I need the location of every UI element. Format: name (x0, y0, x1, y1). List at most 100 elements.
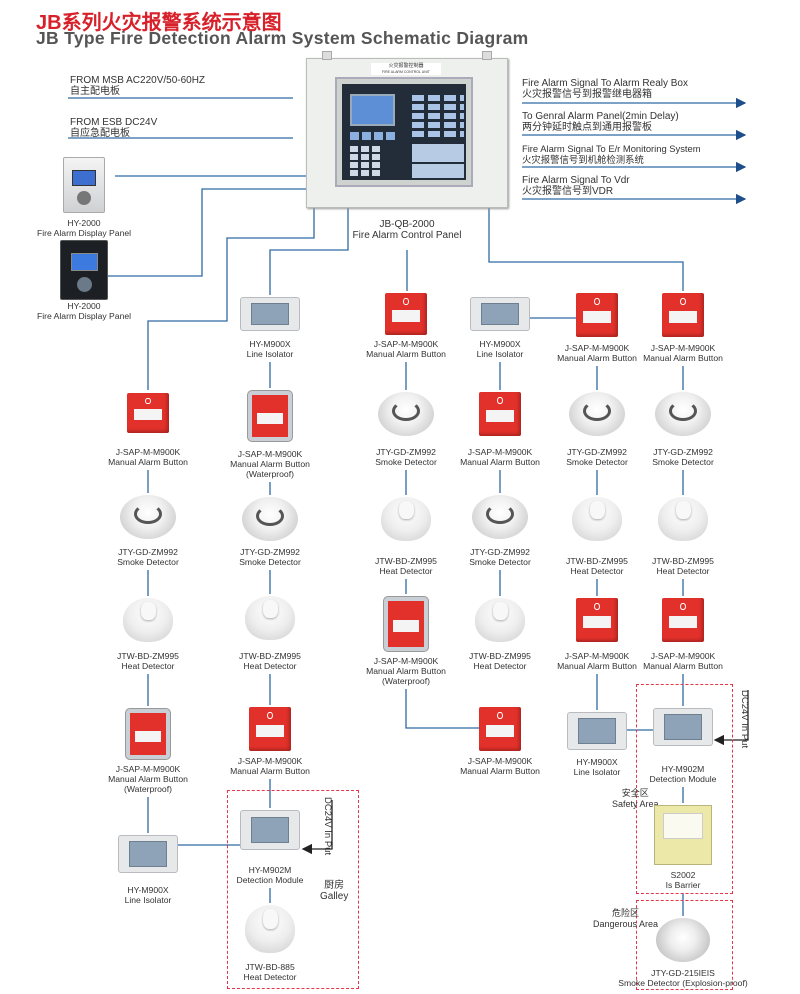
device-model: JTW-BD-885 (245, 962, 295, 972)
wire (713, 690, 749, 746)
device-model: JTY-GD-ZM992 (653, 447, 713, 457)
device-name: Manual Alarm Button (108, 457, 188, 467)
input-msb-en: FROM MSB AC220V/50-60HZ (70, 75, 206, 86)
device-name: Manual Alarm Button (643, 661, 723, 671)
smoke-detector (378, 392, 434, 436)
device-note: (Waterproof) (382, 676, 430, 686)
smoke-detector (655, 392, 711, 436)
device-model: HY-M900X (249, 339, 291, 349)
device-model: J-SAP-M-M900K (373, 339, 439, 349)
plate-cn: 火灾报警控制器 (388, 63, 424, 69)
wire (405, 689, 479, 729)
device-name: Manual Alarm Button (557, 661, 637, 671)
output-en: To Genral Alarm Panel(2min Delay) (522, 111, 679, 122)
device-name: Smoke Detector (Explosion-proof) (618, 978, 748, 988)
device-model: HY-M902M (248, 865, 292, 875)
wire (147, 208, 315, 390)
device-name: Smoke Detector (117, 557, 179, 567)
dc-input-safety: DC24V In Put (739, 690, 750, 749)
device-model: J-SAP-M-M900K (237, 449, 303, 459)
dangerous-area-label: 危险区 Dangerous Area (593, 908, 658, 930)
control-panel-name: Fire Alarm Control Panel (352, 230, 462, 241)
output-cn: 火灾报警信号到机舱检测系统 (522, 154, 644, 165)
display-panel-1-label: HY-2000 Fire Alarm Display Panel (37, 218, 131, 238)
device-model: JTW-BD-ZM995 (117, 651, 179, 661)
input-msb-cn: 自主配电板 (70, 86, 120, 97)
status-indicators (412, 144, 464, 162)
line-isolator (118, 835, 178, 873)
device-name: Detection Module (649, 774, 717, 784)
output-en: Fire Alarm Signal To E/r Monitoring Syst… (522, 143, 701, 154)
is-barrier (654, 805, 712, 865)
device-name: Heat Detector (243, 661, 297, 671)
smoke-detector (472, 495, 528, 539)
output-cn: 两分钟延时触点到通用报警板 (522, 122, 652, 133)
title-english: JB Type Fire Detection Alarm System Sche… (36, 28, 529, 48)
device-note: (Waterproof) (124, 784, 172, 794)
wire (108, 188, 306, 277)
device-model: J-SAP-M-M900K (650, 343, 716, 353)
device-model: J-SAP-M-M900K (115, 764, 181, 774)
device-name: Heat Detector (570, 566, 624, 576)
device-name: Heat Detector (379, 566, 433, 576)
device-name: Heat Detector (473, 661, 527, 671)
device-name: Line Isolator (573, 767, 621, 777)
manual-alarm-button (662, 293, 704, 337)
plate-en: FIRE ALARM CONTROL UNIT (382, 70, 430, 74)
display-panel-black (60, 240, 108, 300)
device-model: JTY-GD-215IEIS (651, 968, 715, 978)
detection-module (240, 810, 300, 850)
output-vdr: Fire Alarm Signal To Vdr 火灾报警信号到VDR (522, 175, 630, 197)
manual-alarm-button (479, 707, 521, 751)
heat-detector (245, 596, 295, 640)
mount-bracket (322, 51, 332, 60)
output-er-monitoring: Fire Alarm Signal To E/r Monitoring Syst… (522, 143, 701, 165)
function-keys[interactable] (350, 132, 395, 140)
display-panel-model: HY-2000 (67, 301, 101, 311)
device-model: J-SAP-M-M900K (237, 756, 303, 766)
device-model: S2002 (670, 870, 696, 880)
line-isolator (567, 712, 627, 750)
dangerous-area-zone (636, 900, 733, 990)
device-model: HY-M900X (576, 757, 618, 767)
numeric-keypad[interactable] (350, 146, 382, 176)
safety-cn: 安全区 (621, 788, 649, 798)
display-panel-2-label: HY-2000 Fire Alarm Display Panel (37, 301, 131, 321)
waterproof-manual-alarm-button (247, 390, 293, 442)
nav-keypad[interactable] (77, 191, 91, 205)
dc-input-galley: DC24V In Put (322, 797, 333, 856)
device-name: Manual Alarm Button (557, 353, 637, 363)
display-panel-name: Fire Alarm Display Panel (36, 228, 132, 238)
device-name: Smoke Detector (652, 457, 714, 467)
display-panel-silver (63, 157, 105, 213)
key-switch-area[interactable] (412, 164, 464, 178)
detection-module (653, 708, 713, 746)
nav-keypad[interactable] (77, 277, 92, 292)
control-keys[interactable] (412, 92, 464, 137)
output-cn: 火灾报警信号到报警继电器箱 (522, 89, 652, 100)
manual-alarm-button (249, 707, 291, 751)
safety-area-zone (636, 684, 733, 894)
input-esb-cn: 自应急配电板 (70, 128, 130, 139)
device-model: JTW-BD-ZM995 (652, 556, 714, 566)
device-model: HY-M900X (479, 339, 521, 349)
device-model: JTY-GD-ZM992 (376, 447, 436, 457)
